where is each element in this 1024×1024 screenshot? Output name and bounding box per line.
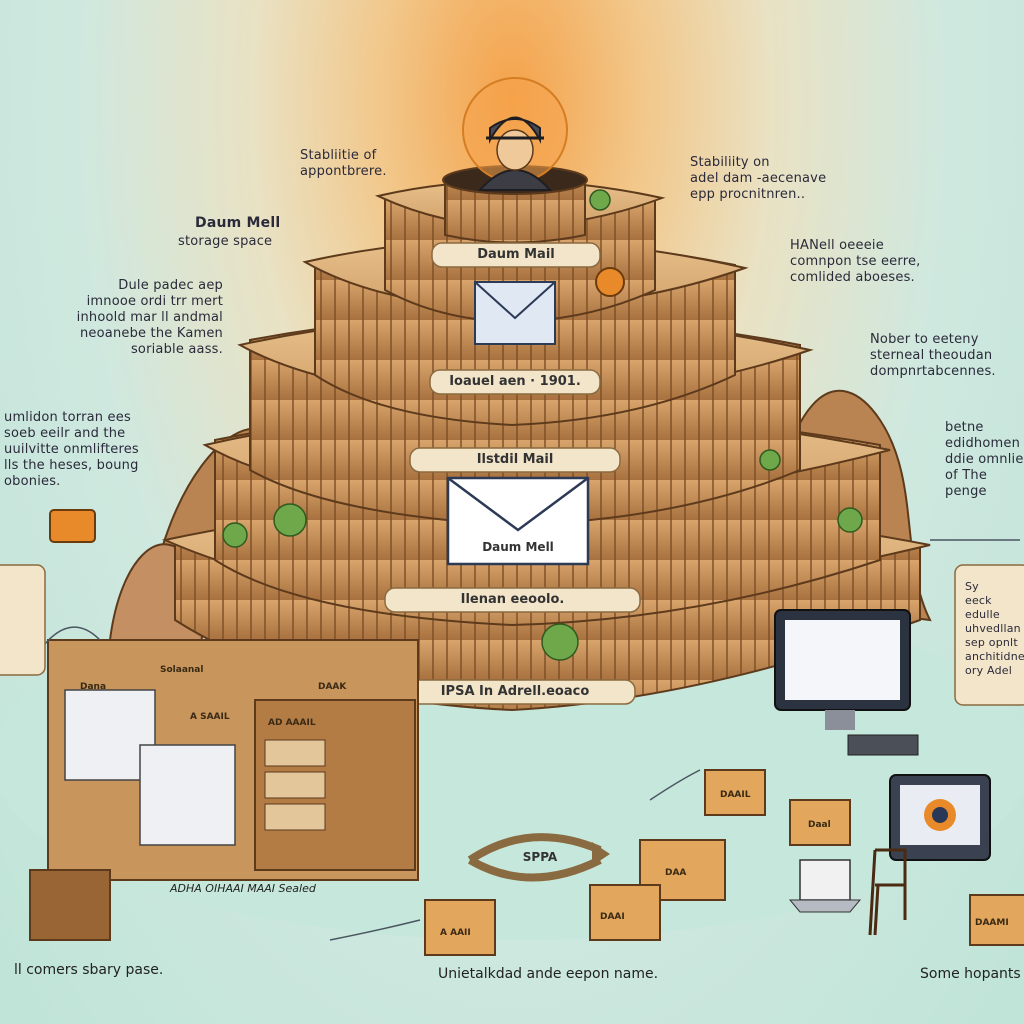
side-panels — [0, 509, 1024, 706]
note-right-lower: betne edidhomen ddie omnlie of The penge — [945, 420, 1024, 499]
crate-label-box6: DAAMI — [975, 918, 1009, 928]
chair — [868, 848, 907, 936]
guardian-figure — [462, 77, 568, 191]
flow-arrows — [39, 539, 1020, 941]
desktop-monitor — [774, 609, 919, 756]
crate-label-shelf1: Dana — [80, 682, 107, 692]
crates — [29, 769, 1024, 956]
small-computer — [889, 774, 991, 861]
tier1-label: Daum Mail — [477, 247, 555, 262]
crate-label-box1: DAAIL — [720, 790, 751, 800]
tier3-label: Ilstdil Mail — [476, 452, 554, 467]
tier4-label: Ilenan eeoolo. — [460, 592, 565, 607]
crate-label-shelf3: A SAAIL — [190, 712, 230, 722]
note-right-mid: Nober to eeteny sterneal theoudan dompnr… — [870, 332, 996, 379]
note-top-left: Stabliitie of appontbrere. — [300, 148, 387, 179]
tier5-label: IPSA In Adrell.eoaco — [440, 684, 590, 699]
crate-label-shelf4: AD AAAIL — [268, 718, 316, 728]
note-top-right: Stabiliity on adel dam -aecenave epp pro… — [690, 155, 827, 202]
note-left-mid: Dule padec aep imnooe ordi trr mert inho… — [76, 278, 223, 357]
note-left-lower: umlidon torran ees soeb eeilr and the uu… — [4, 410, 139, 489]
ground-text: ADHA OIHAAI MAAI Sealed — [170, 882, 316, 895]
note-daum-mail-sub: storage space — [178, 234, 273, 249]
envelope-large — [446, 476, 590, 566]
crate-label-box4: A AAII — [440, 928, 471, 938]
crate-label-shelf2: Solaanal — [160, 665, 204, 675]
caption-bottom-center: Unietalkdad ande eepon name. — [438, 966, 659, 982]
tier-banners — [384, 242, 641, 705]
envelope-label: Daum Mell — [482, 540, 554, 554]
caption-bottom-left: ll comers sbary pase. — [14, 962, 164, 978]
envelope-small — [474, 267, 625, 345]
mail-cabinet — [47, 639, 419, 881]
tier2-label: Ioauel aen · 1901. — [449, 374, 581, 389]
note-right-hanall: HANell oeeeie comnpon tse eerre, comlide… — [790, 238, 921, 285]
crate-label-box3: DAA — [665, 868, 687, 878]
note-daum-mail-title: Daum Mell — [195, 215, 281, 231]
note-right-box: Sy eeck edulle uhvedllan sep opnlt anchi… — [965, 580, 1024, 677]
sync-loop — [467, 833, 610, 882]
laptop — [788, 859, 862, 913]
crate-label-box5: DAAI — [600, 912, 625, 922]
trees — [222, 189, 863, 661]
crate-label-shelf5: DAAK — [318, 682, 347, 692]
caption-bottom-right: Some hopants — [920, 966, 1021, 982]
crate-label-box2: Daal — [808, 820, 831, 830]
loop-label: SPPA — [522, 850, 558, 864]
